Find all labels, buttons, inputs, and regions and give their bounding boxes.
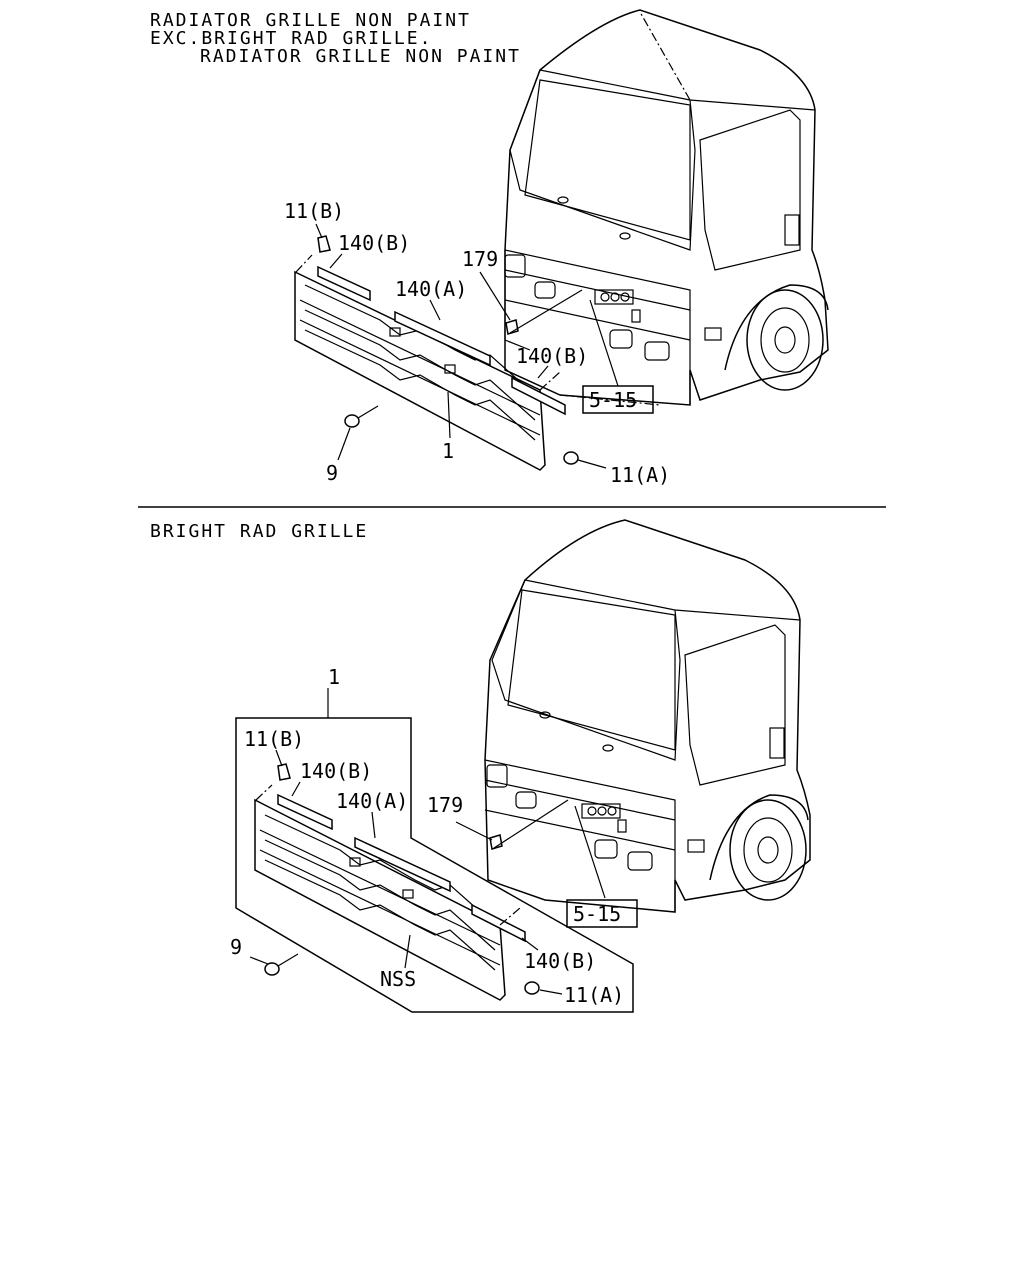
fasteners-bottom xyxy=(264,763,540,995)
callout-179-top: 179 xyxy=(462,247,498,271)
callout-11b-bottom: 11(B) xyxy=(244,727,304,751)
grille-assembly-bottom xyxy=(254,784,526,1001)
callout-140b-top-2: 140(B) xyxy=(516,344,588,368)
bottom-section: BRIGHT RAD GRILLE xyxy=(150,519,811,1013)
callout-box-515-bottom xyxy=(566,899,638,928)
callout-140b-bottom-2: 140(B) xyxy=(524,949,596,973)
callouts-top: 11(B) 140(B) 140(A) 179 140(B) 5-15 9 1 … xyxy=(284,199,670,487)
top-section: RADIATOR GRILLE NON PAINT EXC.BRIGHT RAD… xyxy=(150,9,829,487)
grille-assembly-top xyxy=(294,254,566,471)
callout-1-bottom: 1 xyxy=(328,665,340,689)
callout-515-bottom: 5-15 xyxy=(573,902,621,926)
leader-lines-bottom xyxy=(249,688,606,995)
callout-11a-bottom: 11(A) xyxy=(564,983,624,1007)
callout-140b-top-1: 140(B) xyxy=(338,231,410,255)
truck-cab-drawing-bottom xyxy=(484,519,811,913)
callout-1-top: 1 xyxy=(442,439,454,463)
callouts-bottom: 1 11(B) 140(B) 140(A) 179 5-15 9 140(B) … xyxy=(230,665,638,1007)
fasteners-top xyxy=(317,235,579,465)
callout-140b-bottom-1: 140(B) xyxy=(300,759,372,783)
callout-nss-bottom: NSS xyxy=(380,967,416,991)
top-header-line3: RADIATOR GRILLE NON PAINT xyxy=(200,46,521,67)
leader-lines-top xyxy=(315,223,619,469)
assembly-outline-box xyxy=(235,717,634,1013)
callout-179-bottom: 179 xyxy=(427,793,463,817)
truck-cab-drawing-top xyxy=(504,9,829,406)
callout-11b-top: 11(B) xyxy=(284,199,344,223)
callout-11a-top: 11(A) xyxy=(610,463,670,487)
top-header-line2: EXC.BRIGHT RAD GRILLE. xyxy=(150,28,432,49)
callout-140a-top: 140(A) xyxy=(395,277,467,301)
callout-515-top: 5-15 xyxy=(589,388,637,412)
callout-9-bottom: 9 xyxy=(230,935,242,959)
callout-box-515-top xyxy=(582,385,654,414)
callout-140a-bottom: 140(A) xyxy=(336,789,408,813)
top-header-line1: RADIATOR GRILLE NON PAINT xyxy=(150,10,471,31)
bottom-header: BRIGHT RAD GRILLE xyxy=(150,521,368,542)
callout-9-top: 9 xyxy=(326,461,338,485)
